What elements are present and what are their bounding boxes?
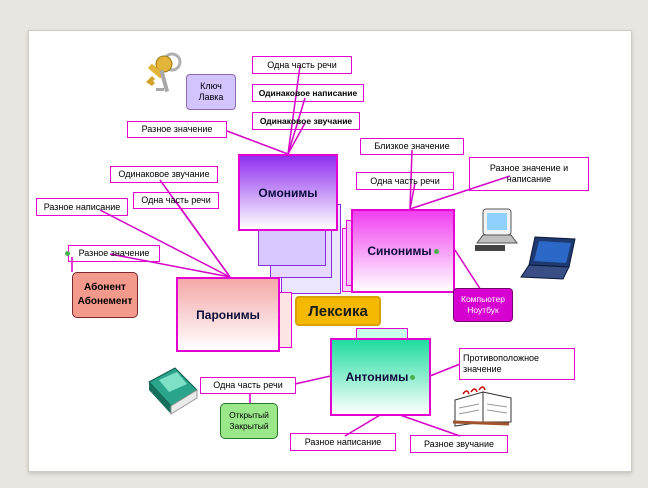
paronimy-node: Паронимы	[176, 277, 280, 352]
center-title: Лексика	[308, 302, 368, 320]
omonimy-node: Омонимы	[238, 154, 338, 231]
sinonimy-label-close: Близкое значение	[360, 138, 464, 155]
antonimy-node: Антонимы	[330, 338, 431, 416]
omonimy-label-same-spelling: Одинаковое написание	[252, 84, 364, 102]
paronimy-label-diff-meaning: Разное значение	[68, 245, 160, 262]
laptop-icon	[520, 236, 576, 280]
sinonimy-label-part: Одна часть речи	[356, 172, 454, 190]
antonimy-label-part: Одна часть речи	[200, 377, 296, 394]
antonimy-example: Открытый Закрытый	[220, 403, 278, 439]
paronimy-label-diff-spelling: Разное написание	[36, 198, 128, 216]
sinonimy-node: Синонимы	[351, 209, 455, 293]
paronimy-example: Абонент Абонемент	[72, 272, 138, 318]
omonimy-title: Омонимы	[258, 185, 318, 200]
omonimy-label-part: Одна часть речи	[252, 56, 352, 74]
paronimy-title: Паронимы	[196, 307, 260, 322]
antonimy-title: Антонимы	[345, 370, 409, 384]
paronimy-label-part: Одна часть речи	[133, 192, 219, 209]
center-node-leksika: Лексика	[295, 296, 381, 326]
monitor-icon	[475, 208, 518, 251]
omonimy-example: Ключ Лавка	[186, 74, 236, 110]
keys-icon	[146, 52, 182, 93]
sinonimy-title: Синонимы	[367, 244, 432, 258]
book-icon	[148, 367, 198, 415]
paronimy-label-same-sound: Одинаковое звучание	[110, 166, 218, 183]
sinonimy-label-diff: Разное значение и написание	[469, 157, 589, 191]
omonimy-label-same-sound: Одинаковое звучание	[252, 112, 360, 130]
notebook-icon	[452, 386, 512, 427]
sinonimy-example: Компьютер Ноутбук	[453, 288, 513, 322]
antonimy-label-diff-sound: Разное звучание	[410, 435, 508, 453]
omonimy-label-diff-meaning: Разное значение	[127, 121, 227, 138]
paronimy-dot	[65, 251, 70, 256]
antonimy-label-opposite: Противоположное значение	[459, 348, 575, 380]
antonimy-label-diff-spelling: Разное написание	[290, 433, 396, 451]
